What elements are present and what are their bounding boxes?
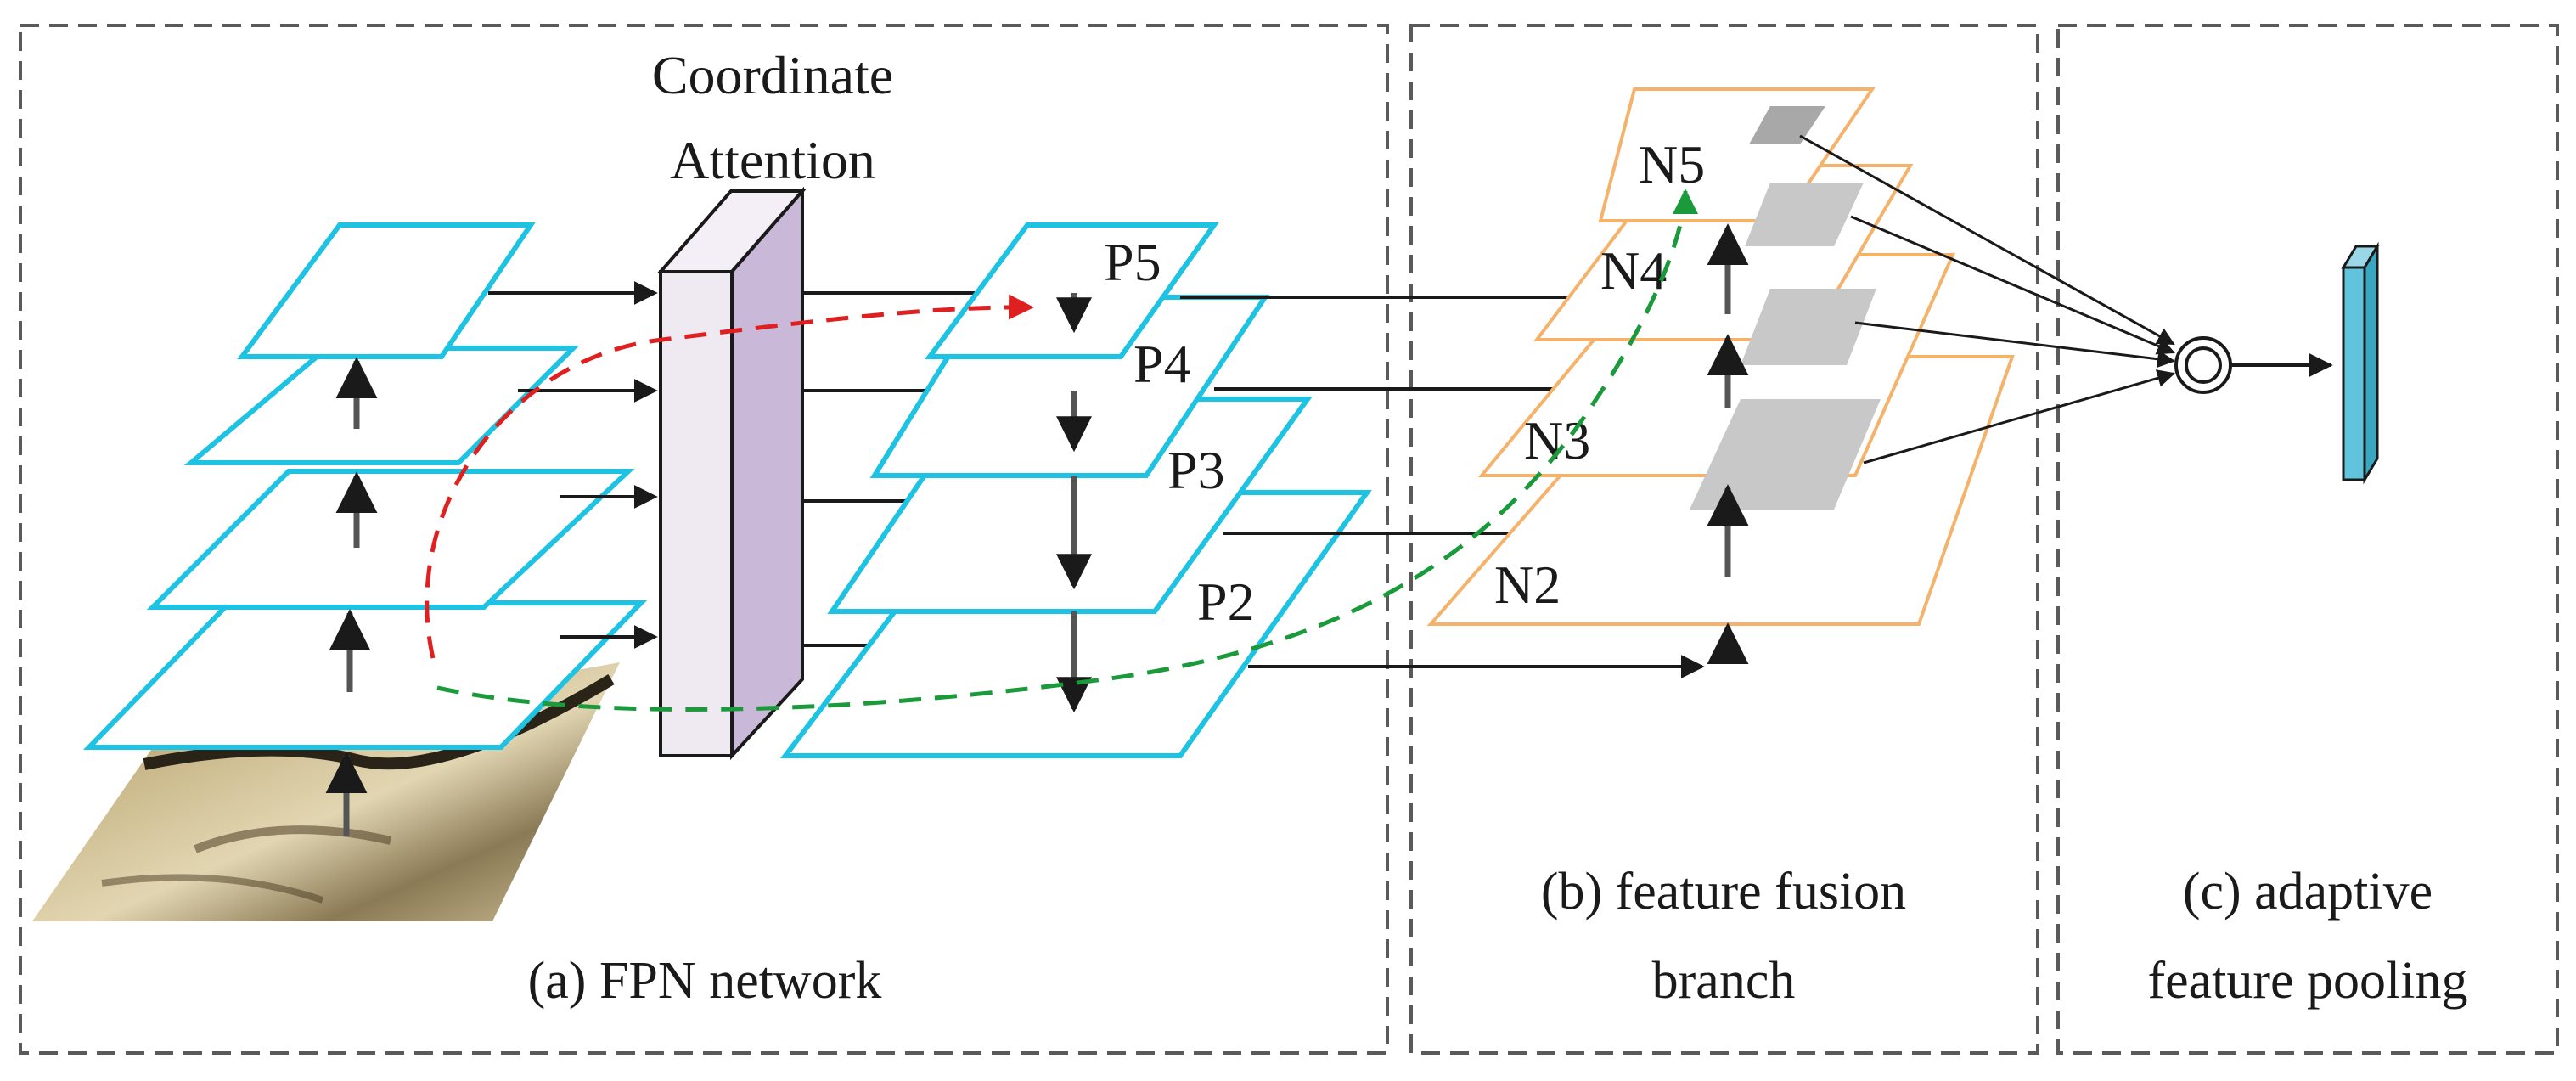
fusion-label-n3: N3 — [1524, 410, 1590, 470]
panel-b-border — [1409, 24, 2039, 1055]
backbone-level-2 — [183, 346, 580, 465]
backbone-level-4 — [82, 600, 648, 750]
panel-a-caption: (a) FPN network — [528, 952, 882, 1010]
panel-a-border — [19, 24, 1389, 1055]
backbone-level-3 — [146, 469, 635, 610]
roi-patch-n2 — [1690, 399, 1881, 510]
fusion-operator-node — [2174, 336, 2232, 394]
attention-label-line1: Coordinate — [652, 45, 893, 105]
fpn-label-p2: P2 — [1197, 571, 1255, 632]
pooling-arrows — [1799, 134, 2176, 464]
roi-patches — [1690, 106, 1881, 510]
fpn-output-stack — [779, 222, 1372, 758]
top-down-path — [425, 294, 1034, 659]
panel-c-caption-line2: feature pooling — [2147, 952, 2467, 1010]
coordinate-attention-block — [656, 186, 807, 761]
roi-patch-n5 — [1749, 106, 1825, 144]
panel-b-caption-line1: (b) feature fusion — [1541, 863, 1906, 921]
backbone-up-arrows — [325, 357, 378, 836]
fpn-label-p4: P4 — [1133, 334, 1191, 394]
output-feature-block — [2341, 241, 2380, 485]
panel-c-border — [2056, 24, 2559, 1055]
fpn-label-p3: P3 — [1167, 440, 1225, 500]
fusion-stack — [1426, 87, 2015, 626]
roi-patch-n3 — [1741, 289, 1876, 365]
fusion-label-n5: N5 — [1639, 134, 1705, 194]
backbone-to-attention-arrows — [488, 281, 658, 649]
backbone-level-1 — [237, 222, 536, 359]
fpn-level-p5 — [925, 222, 1219, 359]
panel-c-caption-line1: (c) adaptive — [2183, 863, 2433, 921]
attention-label-line2: Attention — [670, 130, 875, 190]
fpn-label-p5: P5 — [1104, 232, 1161, 292]
fusion-label-n4: N4 — [1600, 240, 1667, 301]
backbone-stack — [82, 222, 648, 750]
roi-patch-n4 — [1745, 183, 1864, 246]
panel-b-caption-line2: branch — [1652, 952, 1796, 1010]
fusion-label-n2: N2 — [1494, 555, 1561, 615]
bottom-up-path — [436, 189, 1698, 712]
